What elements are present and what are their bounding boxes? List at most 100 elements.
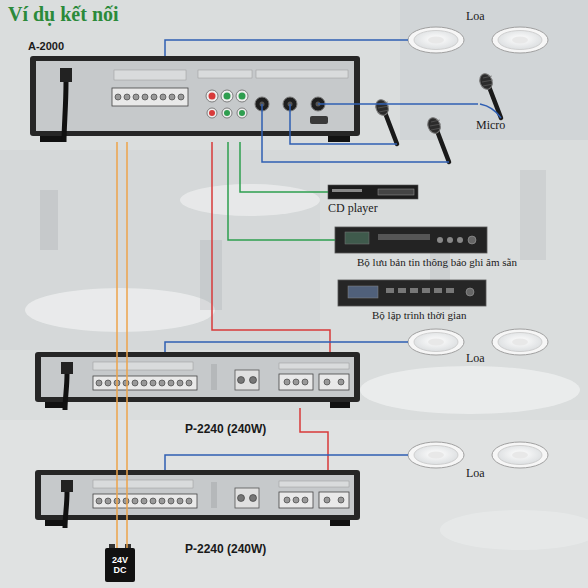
layout-wire <box>126 142 128 548</box>
model-label: P-2240 (240W) <box>185 422 266 436</box>
mixer-amplifier-panel <box>124 94 130 100</box>
illustration <box>492 442 548 468</box>
mixer-amplifier-panel <box>133 94 139 100</box>
battery: 24V DC <box>105 548 135 582</box>
mixer-amplifier-panel <box>236 90 248 102</box>
timer-device <box>348 286 378 298</box>
mixer-amplifier-panel <box>206 90 218 102</box>
mixer-amplifier-panel <box>60 68 72 82</box>
mixer-amplifier-panel <box>328 136 350 142</box>
mixer-amplifier-panel <box>169 94 175 100</box>
signal-wire <box>240 142 328 192</box>
illustration <box>408 329 464 355</box>
mixer-amplifier: A-2000 <box>30 56 360 142</box>
layout-wire <box>480 104 501 118</box>
signal-wire <box>165 40 408 56</box>
device-label: CD player <box>328 201 378 216</box>
layout-wire <box>290 104 397 144</box>
device-label: Bộ lưu bản tin thông báo ghi âm sẵn <box>357 256 517 268</box>
restaurant-background <box>25 288 215 332</box>
layout-wire <box>262 104 449 162</box>
timer-device <box>386 288 394 293</box>
mixer-amplifier-panel <box>40 136 62 142</box>
restaurant-background <box>360 366 580 414</box>
layout-wire <box>127 104 501 548</box>
layout-wire <box>318 103 360 105</box>
restaurant-background <box>0 420 588 588</box>
battery-symbol <box>105 544 135 582</box>
timer-device <box>338 280 486 306</box>
restaurant-background <box>200 240 222 310</box>
mixer-amplifier-panel <box>36 61 354 131</box>
message-repeater-device <box>457 237 463 243</box>
wiring-layer <box>117 40 478 548</box>
illustration <box>478 72 501 118</box>
message-repeater: Bộ lưu bản tin thông báo ghi âm sẵn <box>335 227 487 253</box>
message-repeater-device <box>378 234 430 240</box>
ceiling-speakers: Loa <box>408 442 548 468</box>
signal-wire <box>300 408 328 470</box>
timer-device <box>434 288 442 293</box>
mixer-amplifier-panel <box>112 88 188 106</box>
illustration <box>408 27 464 53</box>
cd-player: CD player <box>328 185 418 199</box>
ceiling-speakers: Loa <box>408 329 548 355</box>
diagram-title: Ví dụ kết nối <box>8 3 119 26</box>
restaurant-background <box>40 190 58 250</box>
mixer-amplifier-panel <box>30 56 360 136</box>
message-repeater-device <box>447 237 453 243</box>
signal-wire <box>116 142 118 548</box>
signal-wire <box>360 103 478 105</box>
signal-wire <box>212 142 330 352</box>
restaurant-background <box>400 0 588 140</box>
mixer-amplifier-panel <box>30 56 360 142</box>
mixer-amplifier-panel <box>239 93 246 100</box>
model-label: P-2240 (240W) <box>185 542 266 556</box>
message-repeater-device <box>335 227 487 253</box>
mixer-amplifier-panel <box>209 93 216 100</box>
power-amplifier: P-2240 (240W) <box>35 352 360 408</box>
timer-device <box>446 288 454 293</box>
mixer-amplifier-panel <box>64 82 66 142</box>
mixer-amplifier-panel <box>142 94 148 100</box>
timer-device <box>422 288 430 293</box>
illustration <box>492 27 548 53</box>
illustration <box>408 442 464 468</box>
cd-player-device <box>378 189 414 195</box>
mixer-amplifier-panel <box>224 110 230 116</box>
mixer-amplifier-panel <box>178 94 184 100</box>
mixer-amplifier-panel <box>115 94 121 100</box>
message-repeater-device <box>437 237 443 243</box>
device-label: Bộ lập trình thời gian <box>372 309 466 321</box>
message-repeater-device <box>468 236 476 244</box>
illustration <box>35 470 360 528</box>
signal-wire <box>165 342 408 352</box>
mixer-amplifier-panel <box>209 110 215 116</box>
mixer-amplifier-panel <box>224 93 231 100</box>
mixer-amplifier-panel <box>239 110 245 116</box>
device-label: Micro <box>476 118 505 133</box>
speaker-label: Loa <box>466 351 485 366</box>
mixer-amplifier-panel <box>207 108 217 118</box>
mixer-amplifier-panel <box>310 116 328 124</box>
mixer-amplifier-panel <box>222 108 232 118</box>
message-repeater-device <box>335 227 487 253</box>
mixer-amplifier-panel <box>221 90 233 102</box>
message-repeater-device <box>345 232 369 244</box>
mixer-amplifier-panel <box>237 108 247 118</box>
timer-device <box>338 280 486 306</box>
cd-player-device <box>332 189 362 192</box>
battery-symbol <box>105 548 135 582</box>
timer-device <box>398 288 406 293</box>
restaurant-background <box>520 170 546 260</box>
mixer-amplifier-panel <box>160 94 166 100</box>
signal-wire <box>228 142 335 240</box>
timer-device <box>410 288 418 293</box>
restaurant-background <box>0 150 320 350</box>
speaker-label: Loa <box>466 466 485 481</box>
battery-label: 24V DC <box>105 555 135 575</box>
